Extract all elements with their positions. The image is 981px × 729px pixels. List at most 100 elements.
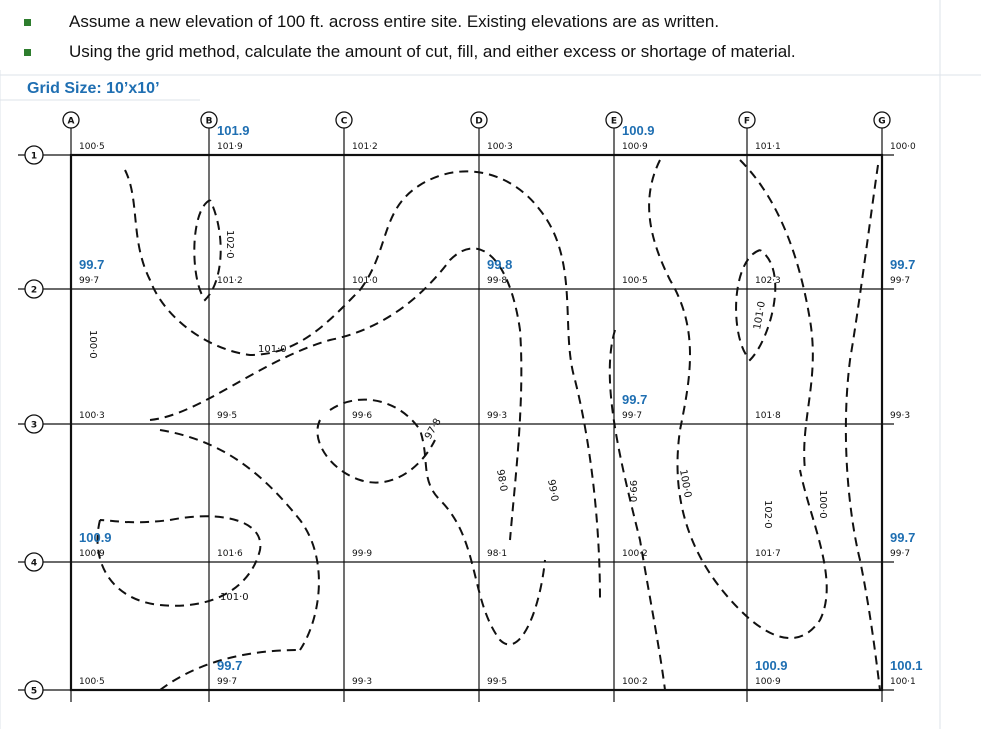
column-marker-circle bbox=[470, 111, 488, 129]
column-label: F bbox=[744, 117, 750, 127]
row-marker-circle bbox=[24, 680, 44, 700]
existing-elevation: 99·7 bbox=[622, 411, 642, 421]
existing-elevation: 99·8 bbox=[487, 276, 507, 286]
contour-line bbox=[316, 419, 436, 484]
highlighted-elevation: 100.9 bbox=[622, 123, 655, 138]
contour-line bbox=[149, 247, 523, 541]
row-label: 4 bbox=[31, 559, 37, 569]
column-marker-circle bbox=[62, 111, 80, 129]
contour-label: 101·0 bbox=[752, 300, 768, 330]
existing-elevation: 100·9 bbox=[79, 549, 105, 559]
existing-elevation: 100·0 bbox=[890, 142, 916, 152]
highlighted-elevation: 99.7 bbox=[622, 392, 647, 407]
existing-elevation: 99·7 bbox=[217, 677, 237, 687]
instruction-text: Using the grid method, calculate the amo… bbox=[69, 42, 796, 61]
existing-elevation: 100·9 bbox=[622, 142, 648, 152]
existing-elevation: 100·3 bbox=[79, 411, 105, 421]
contour-label: 99·0 bbox=[627, 480, 638, 502]
existing-elevation: 99·3 bbox=[890, 411, 910, 421]
existing-elevation: 98·1 bbox=[487, 549, 507, 559]
existing-elevation: 100·5 bbox=[79, 142, 105, 152]
column-label: A bbox=[68, 117, 75, 127]
contour-lines bbox=[96, 159, 881, 691]
grid-size-label: Grid Size: 10’x10’ bbox=[27, 80, 160, 97]
existing-elevation: 101·8 bbox=[755, 411, 781, 421]
highlighted-elevation: 99.7 bbox=[890, 257, 915, 272]
existing-elevation: 99·7 bbox=[890, 276, 910, 286]
instruction-item: Assume a new elevation of 100 ft. across… bbox=[24, 10, 719, 34]
column-label: B bbox=[206, 117, 213, 127]
row-label: 1 bbox=[31, 152, 37, 162]
contour-label: 99·0 bbox=[545, 479, 560, 503]
existing-elevation: 100·5 bbox=[622, 276, 648, 286]
contour-line bbox=[159, 429, 320, 651]
highlighted-elevation: 100.9 bbox=[79, 530, 112, 545]
existing-elevation: 100·3 bbox=[487, 142, 513, 152]
row-marker-circle bbox=[24, 414, 44, 434]
existing-elevation: 99·9 bbox=[352, 549, 372, 559]
highlighted-elevation: 100.1 bbox=[890, 658, 923, 673]
existing-elevation: 99·5 bbox=[487, 677, 507, 687]
existing-elevation: 100·2 bbox=[622, 549, 648, 559]
contour-line bbox=[608, 329, 666, 691]
grid-lines bbox=[18, 125, 894, 702]
contour-line bbox=[739, 159, 814, 471]
existing-elevation: 99·7 bbox=[890, 549, 910, 559]
existing-elevation: 101·0 bbox=[352, 276, 378, 286]
existing-elevation: 101·9 bbox=[217, 142, 243, 152]
contour-label: 102·0 bbox=[762, 500, 773, 529]
existing-elevation: 99·7 bbox=[79, 276, 99, 286]
existing-elevation: 101·7 bbox=[755, 549, 781, 559]
instruction-text: Assume a new elevation of 100 ft. across… bbox=[69, 12, 720, 31]
contour-line bbox=[159, 649, 301, 691]
existing-elevation: 99·3 bbox=[487, 411, 507, 421]
row-marker-circle bbox=[24, 552, 44, 572]
axis-markers: A B C D E F G 1 2 3 4 5 bbox=[24, 111, 891, 700]
instruction-item: Using the grid method, calculate the amo… bbox=[24, 40, 796, 64]
existing-elevation: 100·2 bbox=[622, 677, 648, 687]
contour-label: 101·0 bbox=[220, 592, 249, 603]
column-label: C bbox=[341, 117, 348, 127]
contour-label: 100·0 bbox=[817, 490, 828, 519]
highlighted-elevation: 100.9 bbox=[755, 658, 788, 673]
row-label: 3 bbox=[31, 421, 37, 431]
column-label: E bbox=[611, 117, 617, 127]
column-marker-circle bbox=[873, 111, 891, 129]
highlighted-elevation: 101.9 bbox=[217, 123, 250, 138]
existing-elevation: 101·2 bbox=[217, 276, 243, 286]
contour-line bbox=[96, 515, 262, 607]
highlighted-elevation: 99.8 bbox=[487, 257, 512, 272]
column-label: G bbox=[878, 117, 885, 127]
contour-line bbox=[193, 199, 222, 302]
contour-line bbox=[124, 169, 361, 357]
contour-label: 100·0 bbox=[87, 330, 98, 359]
contour-label: 102·0 bbox=[224, 230, 235, 259]
bullet-icon bbox=[24, 48, 31, 56]
contour-line bbox=[329, 398, 546, 646]
existing-elevation: 100·1 bbox=[890, 677, 916, 687]
existing-elevation: 99·6 bbox=[352, 411, 372, 421]
column-label: D bbox=[475, 117, 482, 127]
column-marker-circle bbox=[738, 111, 756, 129]
column-marker-circle bbox=[200, 111, 218, 129]
contour-label: 101·0 bbox=[258, 344, 287, 355]
highlighted-elevation: 99.7 bbox=[217, 658, 242, 673]
contour-line bbox=[648, 159, 828, 639]
site-boundary bbox=[69, 153, 884, 692]
row-marker-circle bbox=[24, 279, 44, 299]
existing-elevation: 100·5 bbox=[79, 677, 105, 687]
row-marker-circle bbox=[24, 145, 44, 165]
bullet-icon bbox=[24, 18, 31, 26]
column-marker-circle bbox=[605, 111, 623, 129]
contour-label: 97·8 bbox=[423, 417, 444, 442]
existing-elevation: 101·2 bbox=[352, 142, 378, 152]
row-label: 2 bbox=[31, 286, 37, 296]
contour-line bbox=[844, 164, 881, 691]
row-label: 5 bbox=[31, 687, 37, 697]
highlighted-elevation: 99.7 bbox=[890, 530, 915, 545]
existing-elevation: 100·9 bbox=[755, 677, 781, 687]
